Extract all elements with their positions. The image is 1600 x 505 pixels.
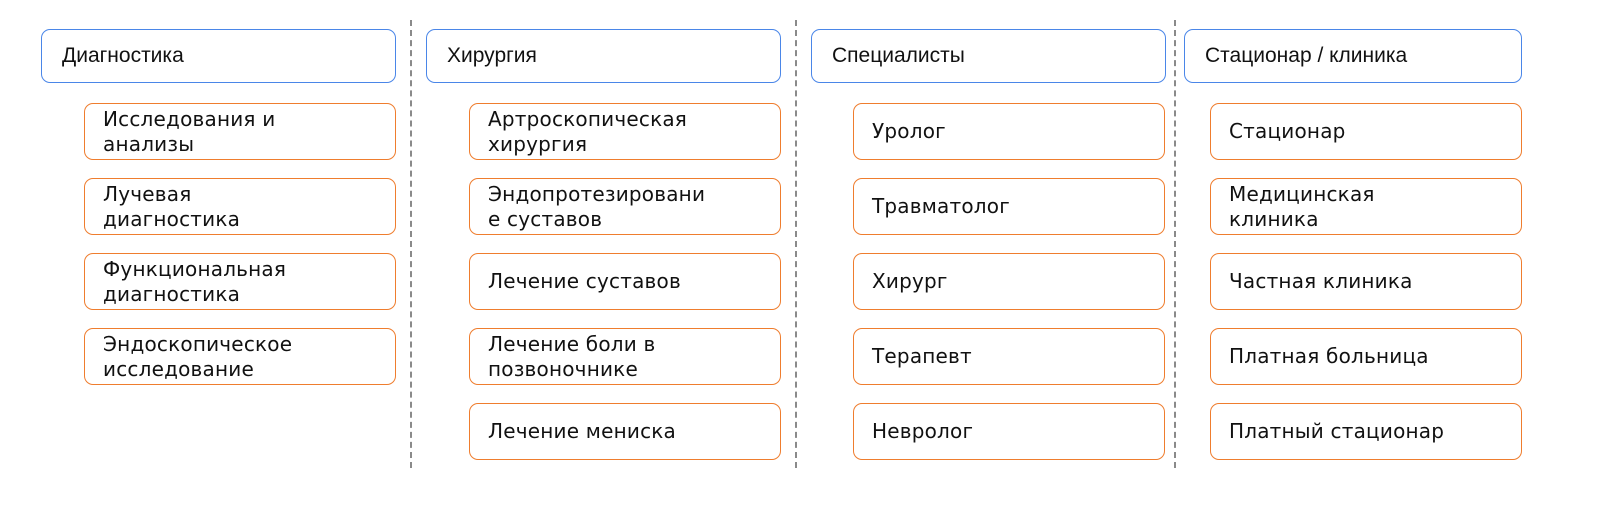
category-item-label: Платная больница [1229,344,1429,368]
category-item: Лечение суставов [469,253,781,310]
category-item-label: Хирург [872,269,948,293]
category-item-label: Артроскопическая хирургия [488,106,688,156]
category-item-label: Лучевая диагностика [103,181,241,231]
category-item: Медицинская клиника [1210,178,1522,235]
category-item: Эндоскопическое исследование [84,328,396,385]
category-item-label: Лечение боли в позвоночнике [488,331,656,381]
category-item-label: Уролог [872,119,946,143]
category-item-label: Исследования и анализы [103,106,276,156]
category-item-label: Функциональная диагностика [103,256,287,306]
category-item-label: Терапевт [872,344,972,368]
category-item: Исследования и анализы [84,103,396,160]
category-item-label: Платный стационар [1229,419,1445,443]
column-divider [1174,20,1176,468]
category-item: Функциональная диагностика [84,253,396,310]
category-item: Травматолог [853,178,1165,235]
category-item: Лучевая диагностика [84,178,396,235]
category-item-label: Стационар [1229,119,1346,143]
column-header-diagnostics: Диагностика [41,29,396,83]
category-item: Уролог [853,103,1165,160]
category-item-label: Эндопротезировани е суставов [488,181,706,231]
category-item: Платный стационар [1210,403,1522,460]
category-item: Платная больница [1210,328,1522,385]
category-item-label: Эндоскопическое исследование [103,331,293,381]
column-header-hospital-clinic: Стационар / клиника [1184,29,1522,83]
category-item-label: Травматолог [872,194,1010,218]
column-header-surgery: Хирургия [426,29,781,83]
column-divider [795,20,797,468]
category-item-label: Невролог [872,419,974,443]
category-item: Хирург [853,253,1165,310]
category-item-label: Частная клиника [1229,269,1413,293]
category-item: Лечение боли в позвоночнике [469,328,781,385]
category-item: Лечение мениска [469,403,781,460]
category-item: Терапевт [853,328,1165,385]
category-item-label: Лечение суставов [488,269,681,293]
category-item-label: Медицинская клиника [1229,181,1375,231]
category-item-label: Лечение мениска [488,419,676,443]
category-item: Артроскопическая хирургия [469,103,781,160]
column-header-specialists: Специалисты [811,29,1166,83]
category-item: Стационар [1210,103,1522,160]
category-item: Частная клиника [1210,253,1522,310]
category-item: Невролог [853,403,1165,460]
column-divider [410,20,412,468]
category-item: Эндопротезировани е суставов [469,178,781,235]
